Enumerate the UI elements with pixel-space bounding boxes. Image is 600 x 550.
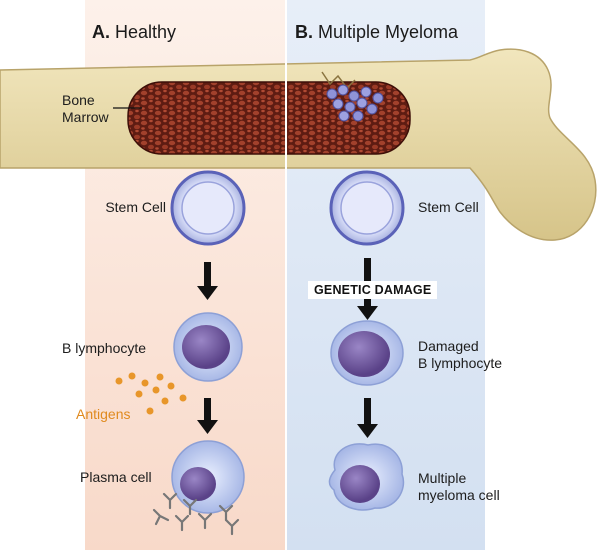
arrow-down-icon — [197, 262, 218, 300]
bone-shape — [0, 48, 597, 241]
damaged-b-lymphocyte-line1: Damaged — [418, 338, 479, 354]
stem-cell-b-label: Stem Cell — [418, 199, 479, 215]
antibody-icon — [152, 492, 240, 536]
stem-cell-a-label: Stem Cell — [105, 199, 166, 215]
bone-marrow-label-line2: Marrow — [62, 109, 109, 125]
genetic-damage-label: GENETIC DAMAGE — [308, 281, 438, 299]
plasma-cell-label: Plasma cell — [80, 469, 152, 485]
b-lymphocyte-label: B lymphocyte — [62, 340, 147, 356]
panel-letter-b: B. — [295, 22, 313, 42]
multiple-myeloma-cell — [328, 443, 405, 511]
panel-title-healthy: A. Healthy — [92, 22, 176, 43]
damaged-b-lymphocyte-cell — [330, 320, 404, 386]
stem-cell-b — [329, 170, 405, 246]
damaged-b-lymphocyte-label: Damaged B lymphocyte — [418, 338, 502, 372]
myeloma-cell-cluster — [326, 84, 384, 122]
multiple-myeloma-cell-line2: myeloma cell — [418, 487, 500, 503]
multiple-myeloma-cell-line1: Multiple — [418, 470, 467, 486]
arrow-down-icon — [357, 398, 378, 438]
antigens-label: Antigens — [76, 406, 131, 422]
plasma-cell — [171, 440, 245, 514]
bone-marrow-label: Bone Marrow — [62, 92, 109, 126]
panel-title-myeloma-text: Multiple Myeloma — [318, 22, 459, 42]
multiple-myeloma-cell-label: Multiple myeloma cell — [418, 470, 500, 504]
panel-letter-a: A. — [92, 22, 110, 42]
bone-marrow-label-line1: Bone — [62, 92, 95, 108]
antigen-dot-icon — [115, 372, 187, 415]
stem-cell-a — [170, 170, 246, 246]
damaged-b-lymphocyte-line2: B lymphocyte — [418, 355, 503, 371]
arrow-down-icon — [197, 398, 218, 434]
panel-title-healthy-text: Healthy — [115, 22, 177, 42]
b-lymphocyte-cell — [173, 312, 243, 382]
panel-title-myeloma: B. Multiple Myeloma — [295, 22, 458, 43]
